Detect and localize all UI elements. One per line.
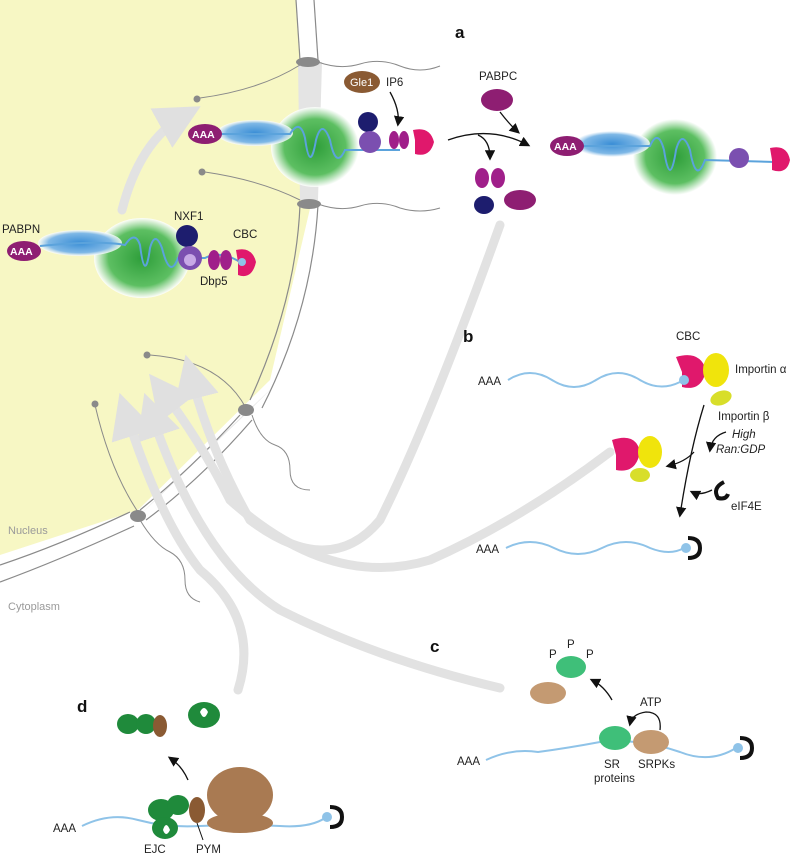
nucleus-region — [0, 0, 441, 603]
panel-c: P P P ATP AAA SR proteins SRPKs — [457, 639, 755, 785]
nuclear-mrnp: AAA PABPN NXF1 CBC Dbp5 — [2, 211, 257, 298]
proteins-label: proteins — [594, 773, 635, 785]
aaa-tail-b1: AAA — [478, 376, 501, 388]
importin-beta-label: Importin β — [718, 411, 770, 423]
nxf1-label: NXF1 — [174, 211, 203, 223]
recycling-arrows — [111, 106, 615, 695]
aaa-tail-c: AAA — [457, 756, 480, 768]
cbc-label-b: CBC — [676, 331, 700, 343]
panel-b-label: b — [463, 327, 473, 346]
aaa-tail-top: AAA — [192, 129, 215, 141]
translocating-mrnp: AAA Gle1 IP6 — [188, 71, 434, 187]
gle1-label: Gle1 — [350, 77, 373, 89]
p-label-1: P — [549, 649, 557, 661]
aaa-tail-a: AAA — [554, 141, 577, 153]
p-label-3: P — [586, 649, 594, 661]
atp-label: ATP — [640, 697, 662, 709]
pym-label: PYM — [196, 844, 221, 856]
sr-label: SR — [604, 759, 620, 771]
panel-b: AAA CBC Importin α Importin β High Ran:G… — [476, 331, 787, 560]
cbc-label: CBC — [233, 229, 257, 241]
high-label: High — [732, 429, 756, 441]
panel-a: PABPC AAA — [447, 71, 790, 214]
aaa-tail-d: AAA — [53, 823, 76, 835]
eif4e-label: eIF4E — [731, 501, 762, 513]
pabpc-label: PABPC — [479, 71, 517, 83]
nucleus-label: Nucleus — [8, 525, 48, 537]
panel-d: AAA EJC PYM — [53, 702, 345, 856]
cytoplasm-label: Cytoplasm — [8, 601, 60, 613]
p-label-2: P — [567, 639, 575, 651]
panel-c-label: c — [430, 637, 439, 656]
panel-a-label: a — [455, 23, 465, 42]
ejc-label: EJC — [144, 844, 166, 856]
ip6-label: IP6 — [386, 77, 403, 89]
srpks-label: SRPKs — [638, 759, 675, 771]
dbp5-label: Dbp5 — [200, 276, 228, 288]
aaa-tail-b2: AAA — [476, 544, 499, 556]
aaa-tail: AAA — [10, 246, 33, 258]
importin-alpha-label: Importin α — [735, 364, 787, 376]
pabpn-label: PABPN — [2, 224, 40, 236]
panel-d-label: d — [77, 697, 87, 716]
ran-gdp-label: Ran:GDP — [716, 444, 766, 456]
